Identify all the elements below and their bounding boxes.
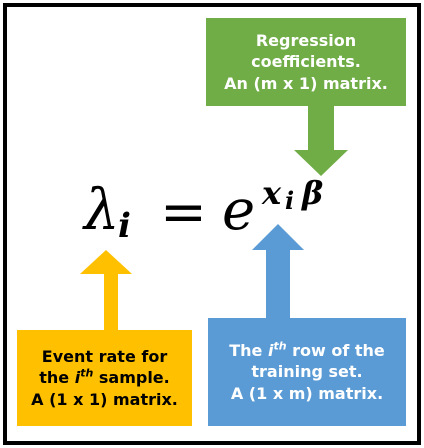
coefficients-line-1: Regression (255, 30, 357, 50)
training-row-line-2: training set. (251, 362, 363, 382)
equation-lambda: λ (84, 178, 120, 243)
training-row-line-3: A (1 x m) matrix. (230, 383, 384, 403)
event-rate-line-2-i: i (74, 368, 81, 388)
event-rate-callout: Event rate for the ith sample. A (1 x 1)… (17, 330, 192, 426)
equation-exponent-beta: β (302, 174, 324, 212)
training-row-line-1-post: row of the (286, 340, 385, 360)
event-rate-line-2: the ith sample. (31, 367, 178, 389)
equation-exponent-i: i (285, 186, 295, 215)
event-rate-line-2-sup: th (80, 366, 94, 380)
training-row-line-1-sup: th (273, 339, 287, 353)
event-rate-line-3: A (1 x 1) matrix. (31, 389, 178, 409)
event-rate-line-2-pre: the (39, 368, 75, 388)
coefficients-line-3: An (m x 1) matrix. (224, 73, 388, 93)
event-rate-line-2-post: sample. (93, 368, 170, 388)
equation-exponent-x: x (262, 174, 282, 212)
coefficients-callout: Regression coefficients. An (m x 1) matr… (206, 18, 406, 106)
training-row-line-1-i: i (267, 340, 274, 360)
event-rate-line-1: Event rate for (41, 346, 168, 366)
training-row-line-1-pre: The (229, 340, 268, 360)
coefficients-line-2: coefficients. (251, 52, 361, 72)
equation-base-e: e (222, 178, 256, 243)
equation-subscript-i: i (118, 206, 131, 246)
equation-equals-sign: = (160, 180, 207, 245)
training-row-callout: The ith row of the training set. A (1 x … (208, 318, 406, 426)
training-row-line-1: The ith row of the (229, 340, 385, 362)
